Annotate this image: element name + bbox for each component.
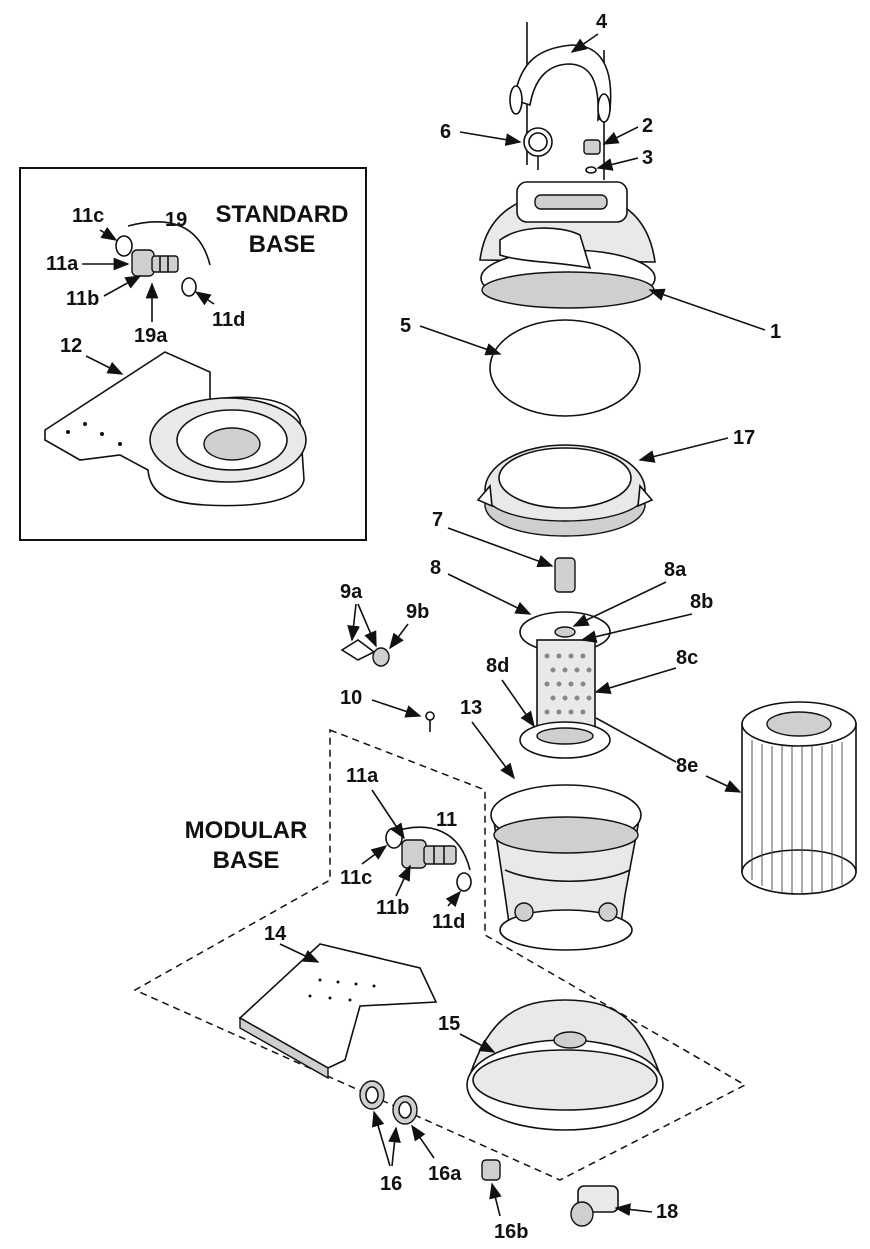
label-5: 5 (400, 315, 411, 337)
part-7-standpipe (554, 557, 576, 593)
part-1-filter-lid (479, 181, 656, 309)
label-19: 19 (165, 209, 187, 231)
standard-base-inset: STANDARD BASE 11c 19 11a 11b 19a (19, 167, 367, 541)
part-11d-oring-modular (456, 872, 472, 892)
part-9-air-relief-clip (340, 639, 390, 667)
label-11a-modular: 11a (346, 765, 379, 787)
label-16a: 16a (428, 1163, 462, 1185)
part-16b-cap (481, 1159, 501, 1181)
part-11d-oring-standard (181, 277, 197, 297)
part-11a-union-standard (131, 249, 179, 277)
label-18: 18 (656, 1201, 678, 1223)
label-8e: 8e (676, 755, 698, 777)
part-18-drain-plug (570, 1185, 619, 1227)
part-11a-union-modular (401, 839, 457, 869)
part-15-modular-base (466, 999, 664, 1131)
label-11c-modular: 11c (340, 867, 372, 889)
part-14-cover-plate (238, 943, 438, 1080)
label-11d-modular: 11d (432, 911, 465, 933)
label-8: 8 (430, 557, 441, 579)
label-17: 17 (733, 427, 755, 449)
label-1: 1 (770, 321, 781, 343)
part-8-element-assembly (519, 611, 611, 759)
part-10-screw (425, 711, 435, 732)
label-2: 2 (642, 115, 653, 137)
part-3-oring (585, 166, 597, 174)
standard-base-title-line2: BASE (249, 231, 316, 258)
part-6-pressure-gauge (523, 127, 553, 170)
label-11c-standard: 11c (72, 205, 104, 227)
label-8a: 8a (664, 559, 687, 581)
part-13-tank-body (490, 784, 642, 951)
label-9a: 9a (340, 581, 363, 603)
label-10: 10 (340, 687, 362, 709)
part-2-relief-valve (583, 139, 601, 155)
label-6: 6 (440, 121, 451, 143)
label-8c: 8c (676, 647, 698, 669)
label-15: 15 (438, 1013, 460, 1035)
part-8b-hub (554, 626, 576, 638)
part-16-fitting (359, 1080, 385, 1110)
label-7: 7 (432, 509, 443, 531)
label-8b: 8b (690, 591, 713, 613)
label-12: 12 (60, 335, 82, 357)
label-11: 11 (436, 809, 457, 831)
part-19-bracket (127, 221, 211, 266)
modular-base-title-line2: BASE (213, 847, 280, 874)
label-13: 13 (460, 697, 482, 719)
standard-base-title-line1: STANDARD (216, 201, 349, 228)
label-3: 3 (642, 147, 653, 169)
part-16a-nut (392, 1095, 418, 1125)
label-4: 4 (596, 11, 608, 33)
modular-base-title-line1: MODULAR (185, 817, 308, 844)
label-11a-standard: 11a (46, 253, 79, 275)
part-8e-cartridge (741, 701, 857, 895)
label-11b-standard: 11b (66, 288, 99, 310)
label-14: 14 (264, 923, 287, 945)
label-9b: 9b (406, 601, 429, 623)
label-11d-standard: 11d (212, 309, 245, 331)
label-16b: 16b (494, 1221, 528, 1243)
label-8d: 8d (486, 655, 509, 677)
part-5-lid-oring (489, 319, 641, 417)
label-19a: 19a (134, 325, 168, 347)
label-16: 16 (380, 1173, 402, 1195)
part-11c-oring (115, 235, 133, 257)
part-12-standard-base (44, 351, 307, 507)
part-17-lock-ring (476, 444, 654, 537)
part-4-handle (509, 22, 612, 180)
label-11b-modular: 11b (376, 897, 409, 919)
modular-base-region (133, 728, 747, 1181)
